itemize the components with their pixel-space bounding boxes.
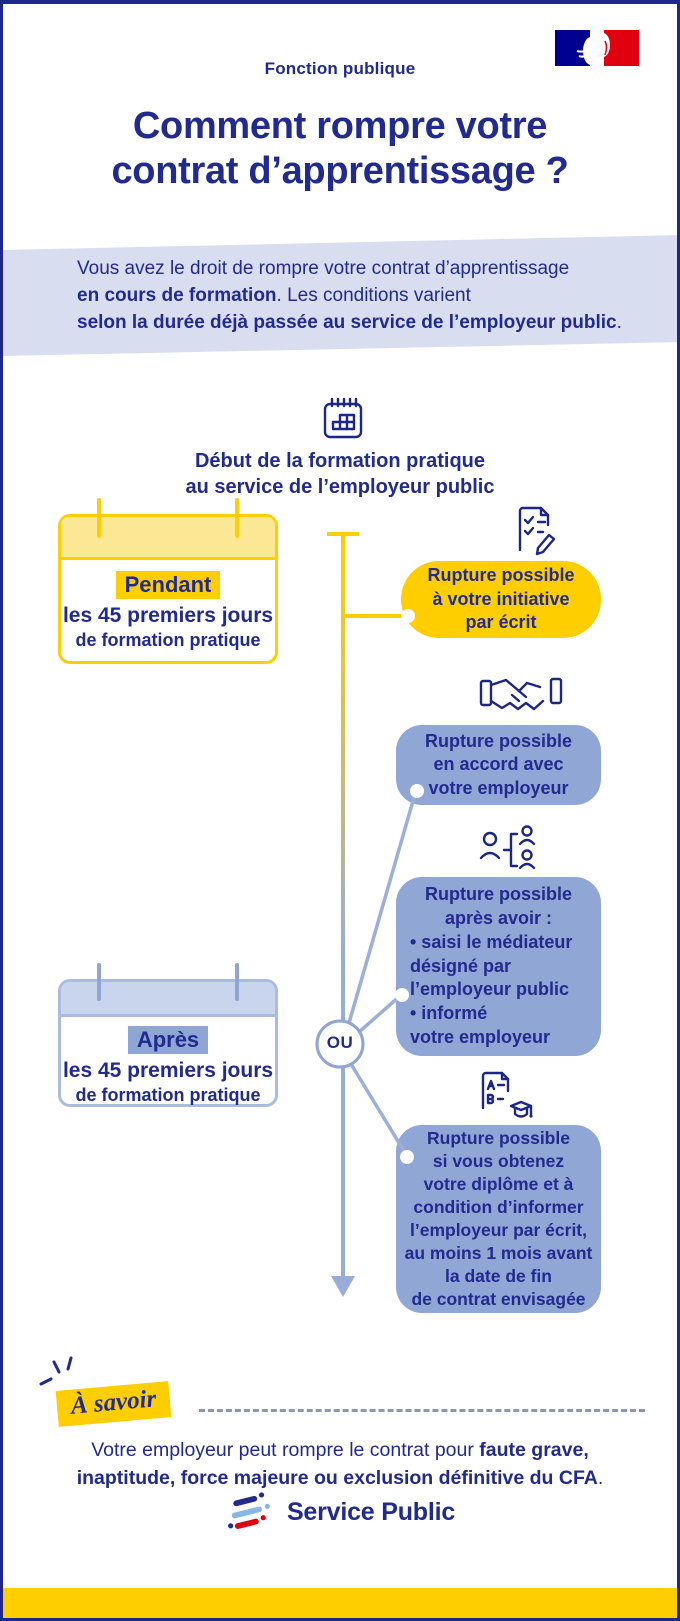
intro-line2-rest: . Les conditions varient [276,285,471,306]
branch-bubble-diplome: Rupture possible si vous obtenez votre d… [396,1125,601,1313]
branch-line-3 [357,994,402,1034]
bubble-bullets: • saisi le médiateur désigné par l’emplo… [410,931,573,1047]
card-highlight: Pendant [115,571,221,599]
calendar-pin-icon [235,498,239,538]
diploma-icon [481,1071,533,1118]
card-line3: de formation pratique [75,1085,261,1105]
intro-line2-bold: en cours de formation [77,285,277,306]
calendar-icon [323,397,363,439]
card-header [61,982,275,1017]
note-line2-end: . [597,1467,604,1489]
bubble-head: Rupture possible après avoir : [424,884,572,929]
footer: Service Public [3,1488,677,1536]
kicker: Fonction publique [264,59,416,78]
calendar-pin-icon [97,963,101,1001]
timeline-arrow-icon [331,1276,355,1297]
card-header [61,517,275,560]
handshake-icon [479,677,563,711]
branch-bubble-accord: Rupture possible en accord avec votre em… [396,725,601,805]
note-text: Votre employeur peut rompre le contrat p… [3,1436,677,1492]
intro-line3-end: . [616,312,622,333]
bottom-band [3,1588,677,1618]
intro-band [3,235,677,356]
brand-name: Service Public [286,1497,456,1526]
or-label: OU [326,1033,354,1052]
contract-write-icon [518,506,556,556]
flow-start-title: Début de la formation pratique au servic… [185,450,495,498]
card-line2: les 45 premiers jours [62,1059,274,1082]
branch-bubble-initiative: Rupture possible à votre initiative par … [401,561,601,638]
note-line1-bold: faute grave, [479,1439,589,1461]
mediator-icon [479,825,536,870]
card-line3: de formation pratique [75,630,261,650]
card-highlight: Après [127,1026,209,1054]
service-public-logo [228,1492,270,1529]
intro-line1: Vous avez le droit de rompre votre contr… [77,258,570,279]
calendar-pin-icon [235,963,239,1001]
period-card-pendant: Pendant les 45 premiers jours de formati… [58,498,278,664]
intro-text: Vous avez le droit de rompre votre contr… [77,255,622,336]
note-line2-bold: inaptitude, force majeure ou exclusion d… [76,1467,598,1489]
burst-icon [39,1356,73,1386]
period-card-apres: Après les 45 premiers jours de formation… [58,963,278,1107]
calendar-pin-icon [97,498,101,538]
branch-bubble-mediateur: Rupture possible après avoir : • saisi l… [396,877,601,1056]
french-government-flag-logo [555,30,639,66]
page-title: Comment rompre votre contrat d’apprentis… [111,105,569,192]
note-line1: Votre employeur peut rompre le contrat p… [91,1439,480,1461]
dashed-divider [199,1409,645,1412]
card-line2: les 45 premiers jours [62,604,274,627]
intro-line3-bold: selon la durée déjà passée au service de… [77,312,617,333]
